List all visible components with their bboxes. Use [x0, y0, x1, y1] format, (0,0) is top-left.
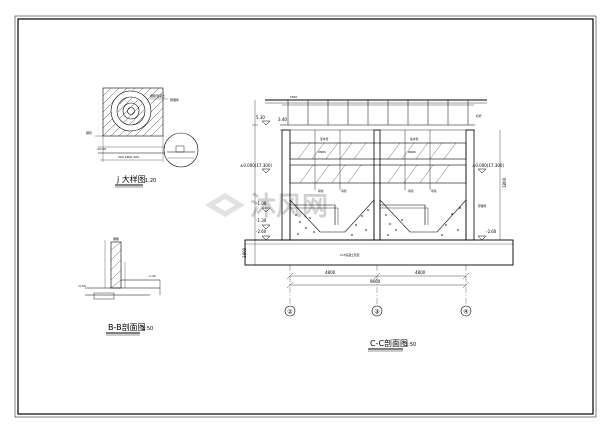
svg-text:混水管: 混水管 [410, 137, 419, 141]
section-c-scale: 1:50 [405, 342, 416, 348]
section-b [85, 240, 161, 300]
elev-mid-right: ±0.000(17.300) [472, 163, 504, 168]
elev-low-b: -1.30 [256, 218, 267, 223]
grid-axis-2: ② [287, 309, 293, 316]
dim-span-right: 4800 [415, 270, 426, 275]
svg-text:吊架: 吊架 [341, 189, 347, 193]
grid-axis-3: ③ [374, 309, 379, 316]
svg-text:吊架: 吊架 [318, 189, 324, 193]
section-b-title: B-B剖面图 [108, 322, 146, 332]
grid-axis-4: ④ [463, 309, 468, 316]
svg-text:200 1600 200: 200 1600 200 [118, 155, 139, 159]
base-slab-label: C15混凝土垫层 [340, 253, 360, 257]
svg-text:DN80: DN80 [318, 150, 326, 154]
svg-text:DN80: DN80 [408, 150, 416, 154]
svg-text:钢管: 钢管 [86, 130, 92, 135]
elev-top-b: 3.40 [278, 117, 287, 122]
svg-text:吊架: 吊架 [431, 189, 437, 193]
section-b-scale: 1:50 [142, 326, 153, 332]
elev-mid-left: ±0.000(17.300) [240, 163, 272, 168]
drawing-border [17, 18, 594, 415]
svg-text:预埋件: 预埋件 [170, 97, 179, 102]
svg-text:±0.00: ±0.00 [97, 147, 106, 151]
svg-text:栏杆: 栏杆 [476, 114, 482, 118]
svg-text:吊架: 吊架 [408, 189, 414, 193]
svg-text:混水管: 混水管 [320, 137, 329, 141]
svg-text:5300: 5300 [290, 95, 297, 99]
svg-text:钢筋: 钢筋 [113, 236, 119, 241]
svg-text:钢筋混凝土: 钢筋混凝土 [150, 93, 165, 98]
svg-text:预埋件: 预埋件 [478, 204, 487, 208]
elev-low-c: -2.60 [256, 229, 267, 234]
dim-depth-right: 1800 [502, 177, 507, 188]
detail-j [95, 87, 199, 168]
dim-total: 9600 [370, 279, 381, 284]
section-c-title: C-C剖面图 [370, 338, 408, 348]
detail-j-title: j 大样图 [116, 174, 146, 184]
detail-j-scale: 1:20 [145, 178, 156, 184]
dim-depth-left: 1800 [242, 247, 247, 258]
watermark-logo: 沐风网 [205, 192, 328, 222]
svg-text:-0.50: -0.50 [78, 284, 86, 288]
watermark-text: 沐风网 [250, 192, 328, 222]
elev-low-a: -1.00 [256, 201, 267, 206]
dim-span-left: 4800 [325, 270, 336, 275]
elev-top-a: 5.30 [256, 115, 265, 120]
section-c [244, 99, 514, 317]
svg-text:-1.30: -1.30 [148, 274, 156, 278]
elev-bottom-right: -2.60 [486, 229, 497, 234]
